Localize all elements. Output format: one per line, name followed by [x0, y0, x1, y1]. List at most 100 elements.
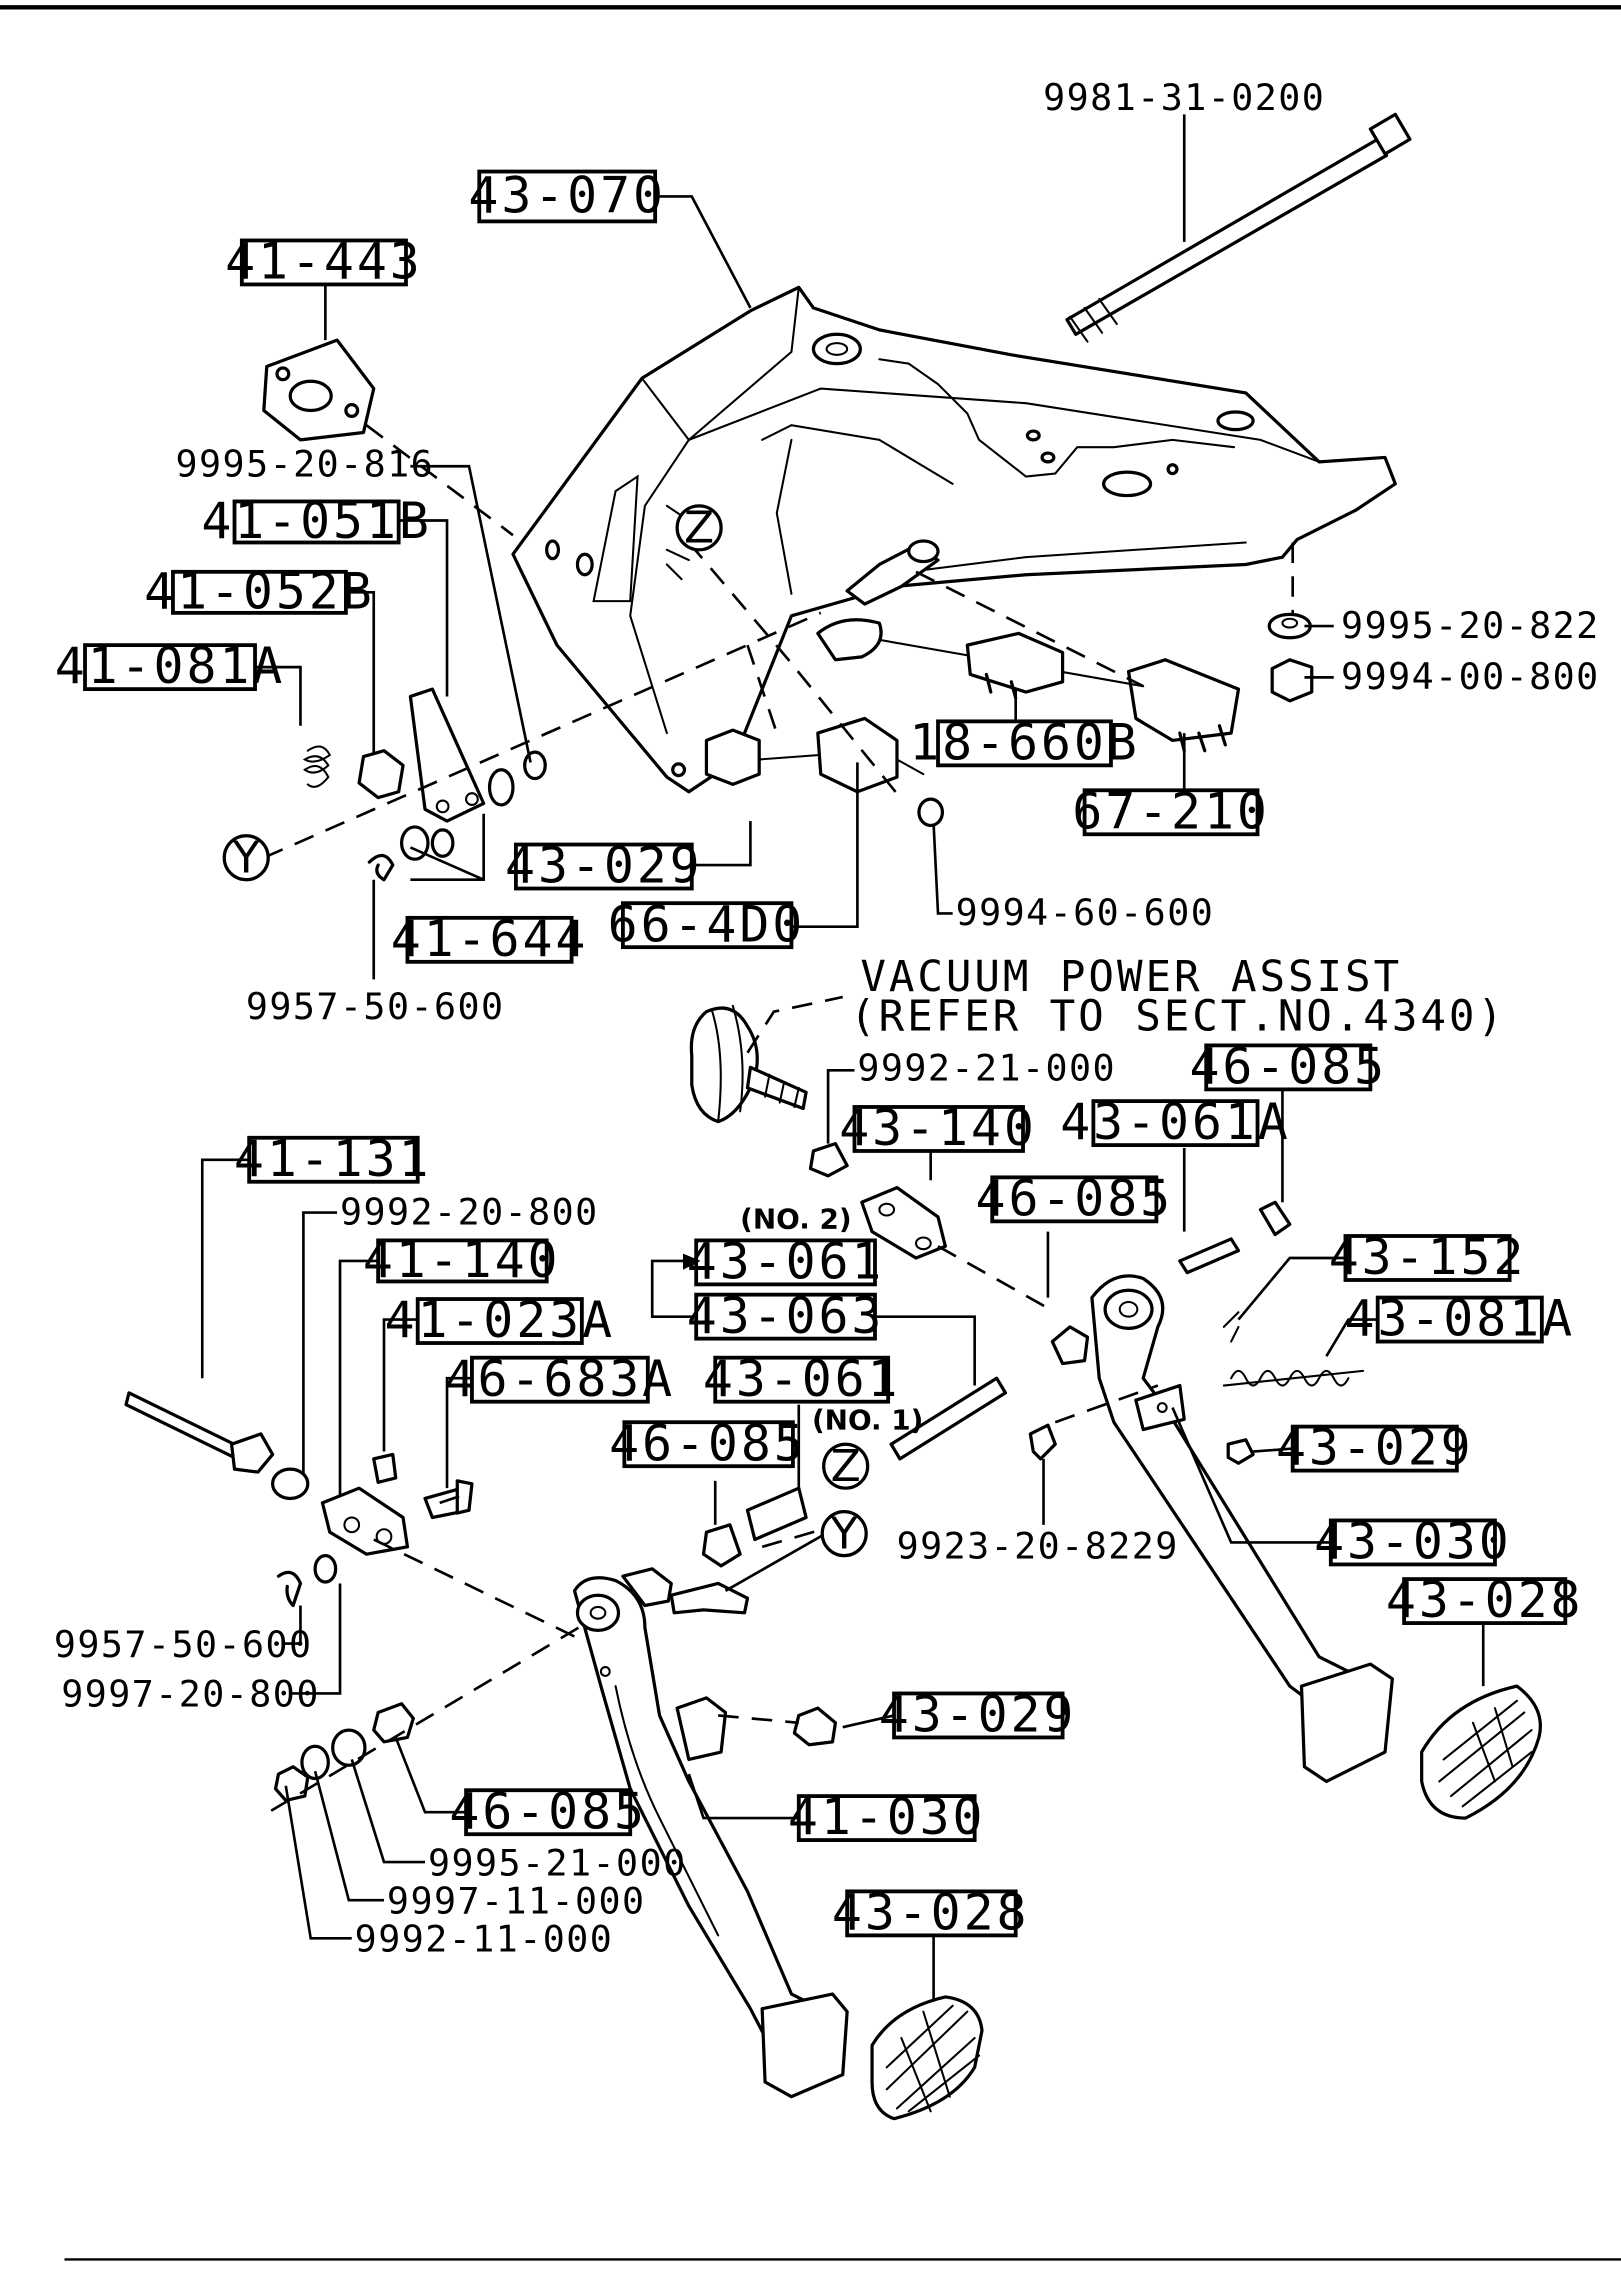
vacuum-assist-drawing — [689, 995, 849, 1178]
note-no1: (NO. 1) — [812, 1404, 923, 1437]
label-43-029-bracket: 43-029 — [505, 837, 703, 895]
left-pedal-drawing — [572, 1567, 849, 2099]
boxed-labels: 43-070 41-443 41-051B 41-052B 41-081A 18… — [55, 167, 1584, 1942]
label-41-023a: 41-023A — [385, 1291, 615, 1349]
label-text: 43-029 — [879, 1686, 1077, 1744]
label-text: 41-131 — [234, 1130, 432, 1188]
label-text: 46-683A — [445, 1350, 675, 1408]
label-43-061a: 43-061A — [1060, 1093, 1290, 1151]
label-43-030: 43-030 — [1314, 1513, 1512, 1571]
label-text: 43-061 — [687, 1233, 885, 1291]
label-43-140: 43-140 — [839, 1099, 1037, 1157]
label-41-030: 41-030 — [788, 1788, 986, 1846]
label-46-085-top: 46-085 — [1190, 1038, 1388, 1096]
partno-9994-00-800: 9994-00-800 — [1341, 655, 1600, 698]
label-text: 41-052B — [144, 562, 374, 620]
partno-9957-50-600-bottom: 9957-50-600 — [54, 1623, 313, 1666]
label-text: 43-081A — [1345, 1290, 1575, 1348]
label-43-028-left: 43-028 — [832, 1884, 1030, 1942]
label-46-085-mid: 46-085 — [976, 1169, 1174, 1227]
partno-9923-20-8229: 9923-20-8229 — [897, 1525, 1179, 1568]
vacuum-assist-note-line1: VACUUM POWER ASSIST — [860, 953, 1402, 1002]
label-41-131: 41-131 — [234, 1130, 432, 1188]
pedal-bracket-drawing — [511, 285, 1397, 794]
label-43-070: 43-070 — [468, 167, 666, 225]
label-41-052b: 41-052B — [144, 562, 374, 620]
label-text: 43-140 — [839, 1099, 1037, 1157]
note-no2: (NO. 2) — [740, 1203, 851, 1236]
partno-9997-11-000: 9997-11-000 — [387, 1879, 646, 1922]
marker-z-bracket: Z — [684, 502, 714, 553]
partno-9994-60-600: 9994-60-600 — [956, 891, 1215, 934]
label-text: 66-4D0 — [608, 895, 806, 953]
left-pad-drawing — [870, 1995, 984, 2121]
marker-z-pedal: Z — [831, 1441, 861, 1492]
label-43-081a: 43-081A — [1345, 1290, 1575, 1348]
label-43-063: 43-063 — [687, 1287, 885, 1345]
marker-y-left: Y — [232, 832, 260, 883]
label-text: 43-061 — [703, 1350, 901, 1408]
right-pedal-drawing — [860, 1186, 1394, 1784]
label-18-660b: 18-660B — [909, 713, 1137, 771]
label-text: 43-028 — [1386, 1571, 1584, 1629]
clutch-switch — [965, 631, 1065, 700]
label-43-029-left: 43-029 — [879, 1686, 1077, 1744]
label-text: 43-028 — [832, 1884, 1030, 1942]
label-text: 46-085 — [609, 1414, 807, 1472]
label-text: 67-210 — [1072, 782, 1270, 840]
label-43-028-right: 43-028 — [1386, 1571, 1584, 1629]
notes: VACUUM POWER ASSIST (REFER TO SECT.NO.43… — [740, 953, 1506, 1437]
label-text: 41-140 — [363, 1231, 561, 1289]
label-text: 43-029 — [505, 837, 703, 895]
label-41-443: 41-443 — [225, 233, 423, 291]
right-side-nuts — [917, 612, 1314, 828]
partno-9995-20-822: 9995-20-822 — [1341, 604, 1600, 647]
partno-9992-21-000: 9992-21-000 — [857, 1047, 1116, 1090]
part-numbers: 9981-31-0200 9995-20-816 9995-20-822 999… — [54, 76, 1600, 1961]
vacuum-assist-note-line2: (REFER TO SECT.NO.4340) — [850, 993, 1506, 1042]
cruise-switch — [704, 716, 925, 794]
partno-9997-20-800: 9997-20-800 — [61, 1673, 320, 1716]
label-text: 46-085 — [1190, 1038, 1388, 1096]
label-43-152: 43-152 — [1329, 1228, 1524, 1286]
label-text: 41-644 — [391, 910, 589, 968]
marker-y-pedal: Y — [830, 1508, 858, 1559]
partno-9995-21-000: 9995-21-000 — [428, 1841, 687, 1884]
bracket-pivot — [816, 539, 940, 662]
gasket-plate — [262, 338, 376, 442]
arrowhead — [682, 1253, 701, 1270]
label-text: 41-081A — [55, 637, 285, 695]
label-text: 43-070 — [468, 167, 666, 225]
label-text: 41-023A — [385, 1291, 615, 1349]
label-43-029-right: 43-029 — [1276, 1419, 1474, 1477]
partno-9981-31-0200: 9981-31-0200 — [1043, 76, 1325, 119]
label-46-683a: 46-683A — [445, 1350, 675, 1408]
label-text: 43-061A — [1060, 1093, 1290, 1151]
label-text: 43-029 — [1276, 1419, 1474, 1477]
partno-9992-11-000: 9992-11-000 — [355, 1917, 614, 1960]
label-text: 46-085 — [976, 1169, 1174, 1227]
label-text: 43-030 — [1314, 1513, 1512, 1571]
label-41-140: 41-140 — [363, 1231, 561, 1289]
label-67-210: 67-210 — [1072, 782, 1270, 840]
label-43-061-no2: 43-061 — [687, 1233, 885, 1291]
label-text: 41-030 — [788, 1788, 986, 1846]
partno-9992-20-800: 9992-20-800 — [340, 1190, 599, 1233]
label-43-061-no1: 43-061 — [703, 1350, 901, 1408]
left-small-parts — [302, 687, 547, 882]
right-pad-drawing — [1420, 1684, 1542, 1820]
reference-markers: Y Z Z Y — [222, 502, 870, 1559]
label-text: 41-443 — [225, 233, 423, 291]
partno-9957-50-600-top: 9957-50-600 — [246, 985, 505, 1028]
label-text: 43-063 — [687, 1287, 885, 1345]
label-41-644: 41-644 — [391, 910, 589, 968]
label-text: 46-085 — [449, 1782, 647, 1840]
label-41-081a: 41-081A — [55, 637, 285, 695]
long-bolt — [1065, 112, 1412, 343]
partno-9995-20-816: 9995-20-816 — [176, 443, 435, 486]
left-pedal-small-parts — [124, 1376, 1008, 1803]
label-66-4d0: 66-4D0 — [608, 895, 806, 953]
label-text: 41-051B — [201, 492, 431, 550]
label-46-085-left: 46-085 — [609, 1414, 807, 1472]
